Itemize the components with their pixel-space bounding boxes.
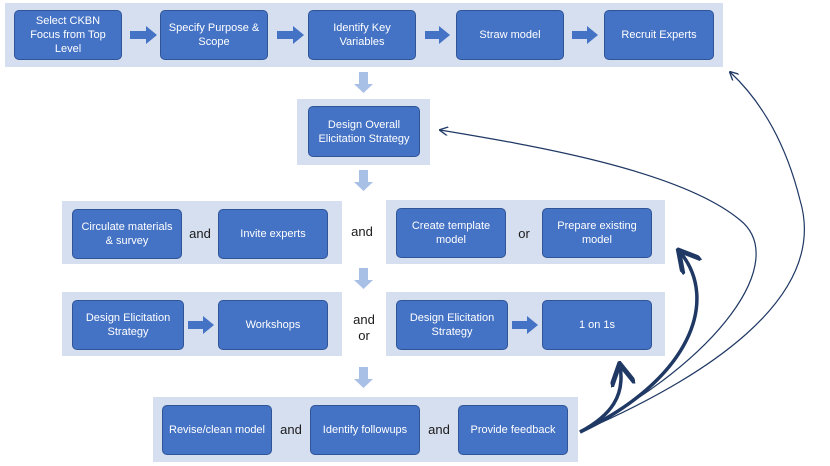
row4-and-connector: and (353, 312, 375, 327)
one-on-ones-label: 1 on 1s (578, 319, 616, 331)
row3-between-connector: and (351, 224, 373, 239)
overall-strategy-label: Design Overall Elicitation Strategy (318, 118, 410, 145)
template-model-box[interactable]: Create template model (396, 208, 506, 258)
design-strategy-a-box[interactable]: Design Elicitation Strategy (72, 300, 184, 350)
feedback-curve-to-strategy (440, 130, 757, 433)
followups-box[interactable]: Identify followups (310, 405, 420, 455)
revise-clean-label: Revise/clean model (169, 424, 265, 436)
straw-model-box[interactable]: Straw model (456, 10, 564, 60)
revise-clean-box[interactable]: Revise/clean model (162, 405, 272, 455)
workshops-label: Workshops (245, 319, 301, 331)
straw-model-label: Straw model (479, 29, 541, 41)
feedback-curve-to-existing-model (579, 252, 697, 434)
recruit-experts-label: Recruit Experts (621, 29, 697, 41)
invite-box[interactable]: Invite experts (218, 209, 328, 259)
design-strategy-b-box[interactable]: Design Elicitation Strategy (396, 300, 508, 350)
one-on-ones-box[interactable]: 1 on 1s (542, 300, 652, 350)
purpose-scope-label: Specify Purpose & Scope (168, 22, 260, 48)
feedback-box[interactable]: Provide feedback (458, 405, 568, 455)
row4-or-connector: or (358, 328, 370, 343)
select-focus-label: Select CKBN Focus from Top Level (30, 15, 106, 55)
down-arrow-3 (354, 268, 373, 289)
right-arrow-1 (130, 26, 157, 44)
feedback-label: Provide feedback (470, 424, 556, 436)
circulate-label: Circulate materials & survey (81, 221, 173, 247)
existing-model-label: Prepare existing model (557, 220, 637, 246)
feedback-curve-to-one-on-ones (579, 366, 621, 434)
purpose-scope-box[interactable]: Specify Purpose & Scope (160, 10, 268, 60)
row3-left-connector: and (189, 226, 211, 241)
existing-model-box[interactable]: Prepare existing model (542, 208, 652, 258)
right-arrow-5 (188, 316, 214, 334)
down-arrow-1 (354, 72, 373, 93)
overall-strategy-box[interactable]: Design Overall Elicitation Strategy (308, 106, 420, 157)
row5-connector-2: and (428, 422, 450, 437)
select-focus-box[interactable]: Select CKBN Focus from Top Level (14, 10, 122, 60)
template-model-label: Create template model (411, 220, 491, 246)
design-strategy-a-label: Design Elicitation Strategy (85, 312, 171, 338)
invite-label: Invite experts (240, 228, 306, 240)
design-strategy-b-label: Design Elicitation Strategy (409, 312, 495, 338)
key-variables-box[interactable]: Identify Key Variables (308, 10, 416, 60)
row3-right-connector: or (518, 226, 530, 241)
row5-connector-1: and (280, 422, 302, 437)
down-arrow-2 (354, 170, 373, 191)
right-arrow-4 (572, 26, 598, 44)
right-arrow-3 (425, 26, 450, 44)
right-arrow-2 (277, 26, 304, 44)
recruit-experts-box[interactable]: Recruit Experts (604, 10, 714, 60)
followups-label: Identify followups (322, 424, 408, 436)
workshops-box[interactable]: Workshops (218, 300, 328, 350)
feedback-curve-to-recruit (579, 72, 805, 433)
down-arrow-4 (354, 367, 373, 388)
right-arrow-6 (512, 316, 538, 334)
circulate-box[interactable]: Circulate materials & survey (72, 209, 182, 259)
key-variables-label: Identify Key Variables (333, 22, 391, 48)
